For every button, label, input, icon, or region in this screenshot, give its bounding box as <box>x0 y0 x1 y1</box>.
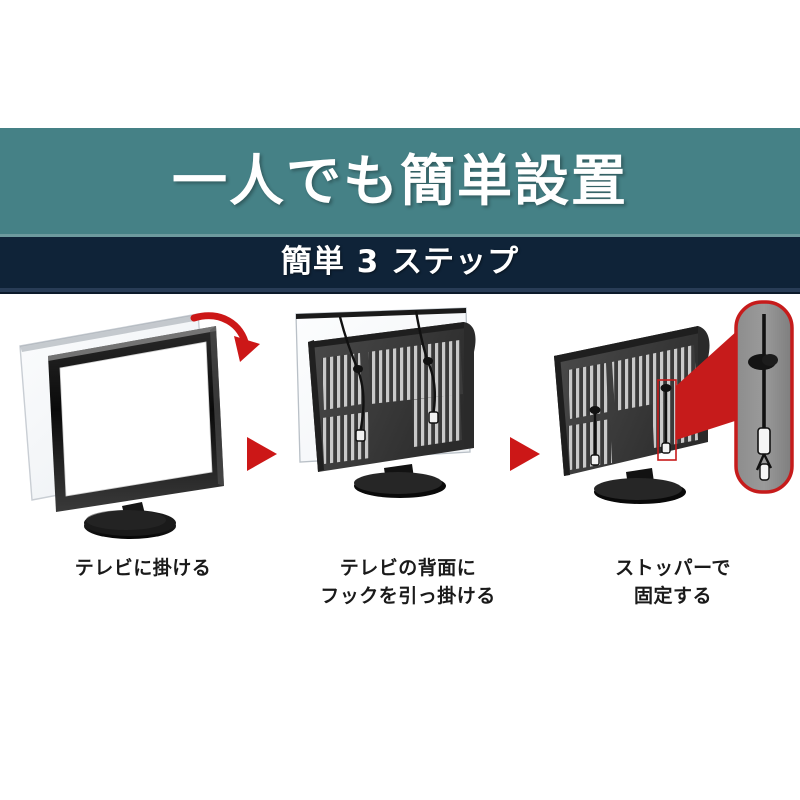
step-separator-2 <box>508 435 542 473</box>
caption-line: ストッパーで <box>615 557 731 579</box>
header-teal-band: 一人でも簡単設置 <box>0 128 800 236</box>
navy-band-bottom-edge <box>0 288 800 294</box>
caption-line: フックを引っ掛ける <box>320 584 496 607</box>
triangle-right-icon <box>247 437 277 471</box>
step-1-illustration <box>18 300 268 550</box>
step-2-illustration <box>288 300 528 550</box>
step-3-illustration <box>548 300 798 550</box>
stopper-callout <box>734 300 794 494</box>
step-2: テレビの背面に フックを引っ掛ける <box>288 300 528 660</box>
step-3-caption: ストッパーで 固定する <box>548 555 798 610</box>
caption-line: 固定する <box>633 584 712 607</box>
callout-connector <box>676 330 738 440</box>
tv-stand <box>594 468 686 504</box>
vent-slats <box>322 340 463 464</box>
caption-line: テレビの背面に <box>339 557 477 579</box>
triangle-right-icon <box>510 437 540 471</box>
caption-line: テレビに掛ける <box>74 557 212 579</box>
step-1-caption: テレビに掛ける <box>18 555 268 583</box>
step-2-caption: テレビの背面に フックを引っ掛ける <box>288 555 528 610</box>
hook-ends <box>589 384 672 466</box>
tv-rear <box>308 322 476 472</box>
steps-row: テレビに掛ける <box>0 300 800 660</box>
header-navy-band: 簡単 3 ステップ <box>0 237 800 288</box>
step-separator-1 <box>245 435 279 473</box>
hook-ends <box>353 357 439 442</box>
tv-stand <box>354 464 446 498</box>
tv-rear <box>554 326 710 476</box>
page-subtitle: 簡単 3 ステップ <box>280 244 520 280</box>
teal-band-bottom-edge <box>0 234 800 237</box>
step-1: テレビに掛ける <box>18 300 268 660</box>
page-title: 一人でも簡単設置 <box>171 148 628 213</box>
curved-red-arrow <box>190 312 260 362</box>
tv-stand <box>84 502 176 539</box>
step-3: ストッパーで 固定する <box>548 300 798 660</box>
tv-front <box>48 326 224 512</box>
